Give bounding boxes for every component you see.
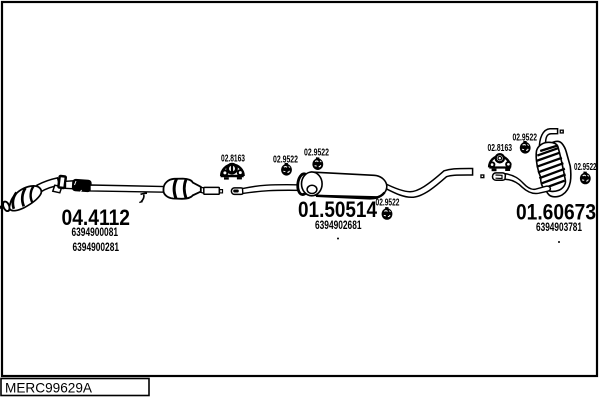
- svg-text:02.9522: 02.9522: [376, 197, 400, 209]
- svg-text:01.60673: 01.60673: [516, 200, 596, 225]
- svg-text:6394900281: 6394900281: [73, 240, 120, 254]
- svg-text:6394900081: 6394900081: [72, 225, 119, 239]
- svg-text:02.9522: 02.9522: [513, 131, 538, 143]
- svg-text:04.4112: 04.4112: [62, 205, 131, 230]
- svg-text:02.8163: 02.8163: [488, 142, 513, 154]
- svg-text:02.9522: 02.9522: [304, 147, 329, 159]
- svg-text:02.8163: 02.8163: [221, 153, 245, 165]
- svg-text:02.9522: 02.9522: [273, 154, 298, 166]
- svg-text:01.50514: 01.50514: [298, 197, 377, 222]
- svg-text:02.9522: 02.9522: [574, 161, 597, 173]
- svg-text:MERC99629A: MERC99629A: [5, 379, 93, 395]
- svg-text:6394903781: 6394903781: [536, 220, 582, 234]
- svg-text:6394902681: 6394902681: [315, 218, 362, 232]
